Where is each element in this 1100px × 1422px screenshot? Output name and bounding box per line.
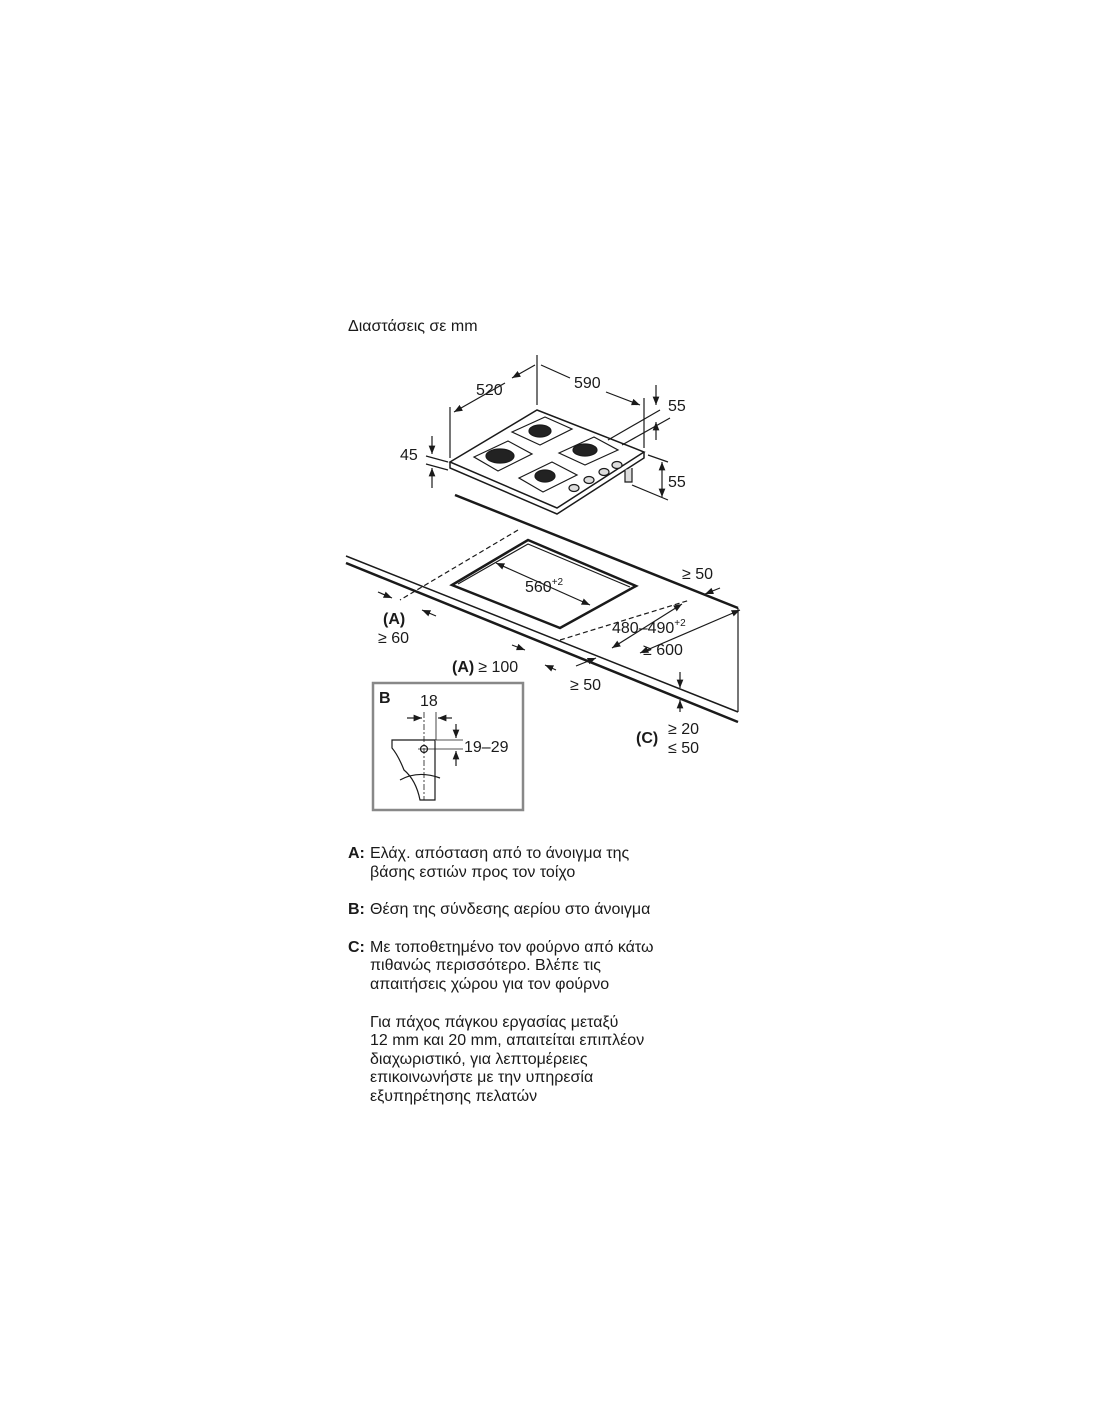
side-clearance: ≥ 60 bbox=[378, 630, 409, 647]
extra-note: Για πάχος πάγκου εργασίας μεταξύ 12 mm κ… bbox=[370, 1014, 768, 1107]
note-key: C: bbox=[348, 938, 365, 956]
rear-clearance: ≥ 50 bbox=[682, 566, 713, 583]
dim-thickness-45: 45 bbox=[400, 447, 418, 464]
cutout-width: 560+2 bbox=[525, 577, 564, 596]
note-line: Ελάχ. απόσταση από το άνοιγμα της bbox=[370, 845, 630, 862]
knob-icon bbox=[568, 460, 633, 493]
side-label-a: (A) bbox=[383, 611, 405, 628]
note-line: 12 mm και 20 mm, απαιτείται επιπλέον bbox=[370, 1032, 645, 1050]
note-line: βάσης εστιών προς τον τοίχο bbox=[370, 863, 576, 881]
hob-drawing bbox=[448, 409, 646, 515]
note-line: επικοινωνήστε με την υπηρεσία bbox=[370, 1069, 594, 1087]
dim-height-55: 55 bbox=[668, 474, 686, 491]
detail-b-label: B bbox=[379, 690, 391, 707]
dimensions-title: Διαστάσεις σε mm bbox=[348, 318, 478, 335]
note-line: Θέση της σύνδεσης αερίου στο άνοιγμα bbox=[370, 901, 651, 919]
note-line: Για πάχος πάγκου εργασίας μεταξύ bbox=[370, 1013, 619, 1031]
dim-width-590: 590 bbox=[574, 375, 601, 392]
note-line: απαιτήσεις χώρου για τον φούρνο bbox=[370, 975, 610, 993]
thickness-label-c: (C) bbox=[636, 730, 658, 747]
cutout-depth: 480–490+2 bbox=[612, 618, 686, 637]
detail-b-height: 19–29 bbox=[464, 739, 509, 756]
thickness-min: ≥ 20 bbox=[668, 721, 699, 738]
note-key: A: bbox=[348, 845, 365, 862]
front-clearance: (A)≥ 100 bbox=[452, 659, 518, 676]
detail-b-offset: 18 bbox=[420, 693, 438, 710]
burner-icon bbox=[472, 416, 620, 493]
note-line: διαχωριστικό, για λεπτομέρειες bbox=[370, 1050, 588, 1068]
worktop-depth: ≥ 600 bbox=[643, 642, 683, 659]
note-line: πιθανώς περισσότερο. Βλέπε τις bbox=[370, 957, 601, 975]
note-key: B: bbox=[348, 901, 365, 919]
note-line: εξυπηρέτησης πελατών bbox=[370, 1087, 538, 1105]
dim-top-55: 55 bbox=[668, 398, 686, 415]
thickness-max: ≤ 50 bbox=[668, 740, 699, 757]
front-edge: ≥ 50 bbox=[570, 677, 601, 694]
note-b: B: Θέση της σύνδεσης αερίου στο άνοιγμα bbox=[348, 901, 768, 920]
dim-depth-520: 520 bbox=[476, 382, 503, 399]
note-line: Με τοποθετημένο τον φούρνο από κάτω bbox=[370, 938, 654, 956]
